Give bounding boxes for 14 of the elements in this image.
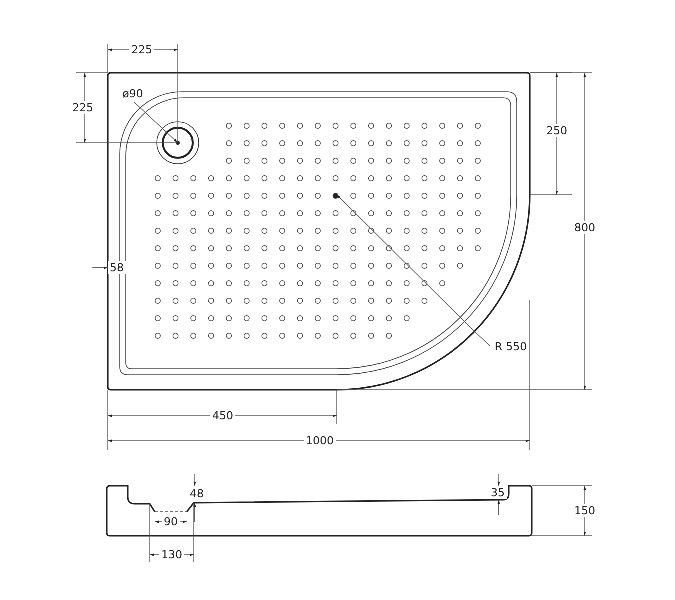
dimension-label: 450 [210,410,236,422]
dimension-label: 58 [108,262,126,274]
dimension-label: 130 [160,548,184,562]
dimension-label: 150 [572,504,598,518]
dimension-label: 225 [70,102,96,114]
dimension-label: 90 [162,516,180,528]
dimension-label: R 550 [492,340,530,354]
dimension-label: 250 [544,124,570,138]
dimension-label: 35 [489,486,507,500]
dimension-label: 48 [188,488,206,500]
dimension-label: 225 [130,44,154,56]
dimension-label: 800 [572,222,598,234]
dimension-label: 1000 [304,434,336,448]
dimension-label: ø90 [120,88,146,100]
